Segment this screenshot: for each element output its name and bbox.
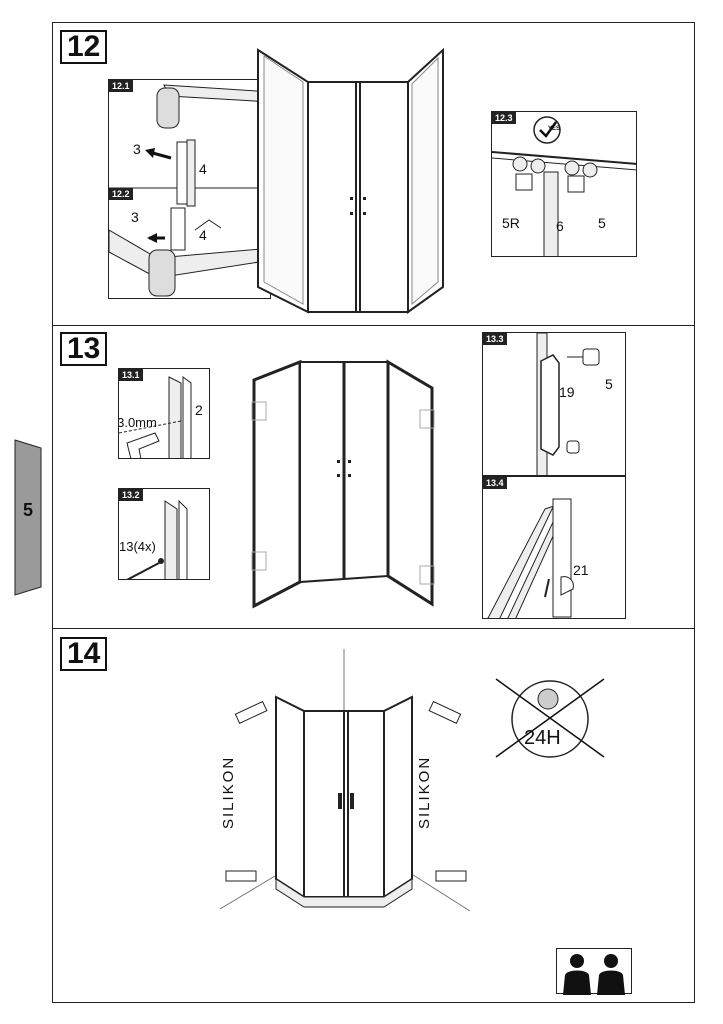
inset-tag-13-4: 13.4 <box>483 477 507 489</box>
inset-13-4: 13.4 21 <box>482 476 626 619</box>
two-persons-icon <box>556 948 632 995</box>
step-number-14: 14 <box>60 637 108 671</box>
wait-24h-label: 24H <box>524 727 561 749</box>
inset-tag-12-1: 12.1 <box>109 80 133 92</box>
silikon-label-left: SILIKON <box>220 755 237 829</box>
inset-12-1: 12.1 12.2 3 4 3 4 <box>108 79 271 299</box>
step-12-section: 12 12.1 12.2 3 4 3 4 <box>52 22 695 326</box>
part-label-2: 2 <box>195 402 203 418</box>
screw-count-label: 13(4x) <box>119 539 156 554</box>
no-shower-24h-icon <box>495 678 605 758</box>
inset-tag-13-1: 13.1 <box>119 369 143 381</box>
inset-tag-13-3: 13.3 <box>483 333 507 345</box>
handle-drawing <box>536 333 600 475</box>
part-label-3b: 3 <box>131 209 139 225</box>
part-label-4: 4 <box>199 161 207 177</box>
check-yes-text: YES <box>548 126 561 132</box>
caulk-gun-bottom-left <box>225 870 257 882</box>
page-side-tab <box>14 439 42 596</box>
step-number-12: 12 <box>60 30 108 64</box>
inset-tag-12-3: 12.3 <box>492 112 516 124</box>
screwdriver-drawing <box>126 499 188 579</box>
drill-drawing <box>119 376 192 458</box>
drill-size-label: Ø3.0mm <box>118 415 157 430</box>
step-14-section: 14 SILIKON SILIKON 24H <box>52 629 695 1003</box>
caulk-gun-bottom-right <box>435 870 467 882</box>
step-13-section: 13 13.1 Ø3.0mm 2 13.2 13(4x) <box>52 326 695 629</box>
silikon-label-right: SILIKON <box>416 755 433 829</box>
inset-12-3: 12.3 YES 5R 6 5 <box>491 111 637 257</box>
profile-drawing-12-1 <box>109 84 270 297</box>
part-label-19: 19 <box>559 384 575 400</box>
shower-enclosure-drawing-12 <box>257 47 444 314</box>
part-label-6: 6 <box>556 218 564 234</box>
inset-13-1: 13.1 Ø3.0mm 2 <box>118 368 210 459</box>
inset-13-3: 13.3 19 5 <box>482 332 626 476</box>
inset-tag-12-2: 12.2 <box>109 188 133 200</box>
caulk-gun-top-left <box>234 700 268 724</box>
part-label-21: 21 <box>573 562 589 578</box>
inset-13-2: 13.2 13(4x) <box>118 488 210 580</box>
part-label-3: 3 <box>133 141 141 157</box>
part-label-4b: 4 <box>199 227 207 243</box>
page-number: 5 <box>22 500 33 520</box>
shower-enclosure-drawing-13 <box>251 359 435 609</box>
rail-roller-drawing <box>492 116 636 256</box>
seal-strip-drawing <box>487 498 574 618</box>
shower-sealing-drawing <box>219 649 471 912</box>
part-label-5-handle: 5 <box>605 376 613 392</box>
part-label-5r: 5R <box>502 215 520 231</box>
page-frame <box>52 22 695 1003</box>
inset-tag-13-2: 13.2 <box>119 489 143 501</box>
step-number-13: 13 <box>60 332 108 366</box>
part-label-5: 5 <box>598 215 606 231</box>
caulk-gun-top-right <box>428 700 462 724</box>
